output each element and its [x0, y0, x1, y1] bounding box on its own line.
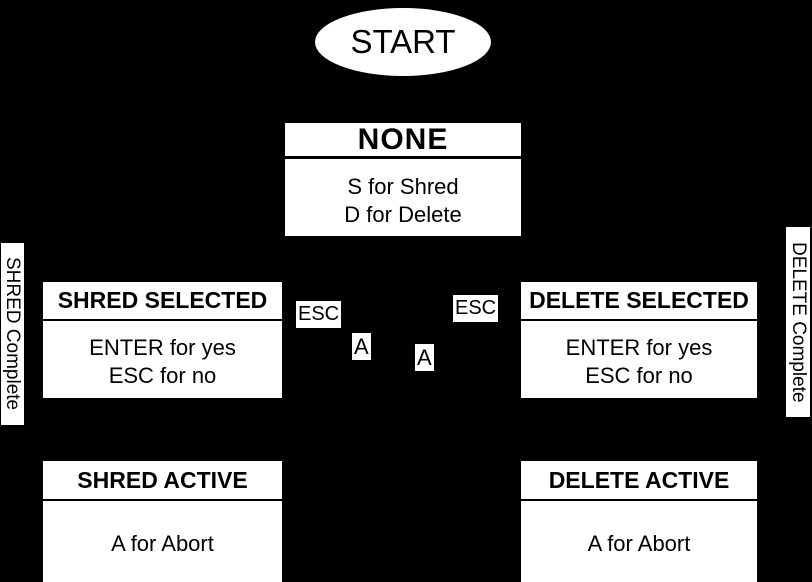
start-node-label: START: [350, 23, 456, 60]
start-node: START: [315, 8, 491, 76]
state-node-delete-active: DELETE ACTIVE A for Abort: [521, 461, 757, 582]
state-body-delete-active: A for Abort: [521, 501, 757, 582]
state-line: ENTER for yes: [89, 334, 236, 360]
state-node-shred-active: SHRED ACTIVE A for Abort: [43, 461, 282, 582]
state-node-none: NONE S for Shred D for Delete: [285, 123, 521, 236]
edge-label-a-left: A: [352, 333, 371, 360]
state-line: S for Shred: [347, 173, 459, 199]
edge-label-esc-left: ESC: [296, 301, 342, 328]
state-line: D for Delete: [344, 201, 462, 227]
state-line: ESC for no: [585, 362, 693, 388]
state-title-delete-active: DELETE ACTIVE: [521, 461, 757, 501]
state-body-none: S for Shred D for Delete: [285, 159, 521, 236]
edge-label-esc-right: ESC: [453, 295, 499, 322]
state-body-shred-active: A for Abort: [43, 501, 282, 582]
state-body-shred-selected: ENTER for yes ESC for no: [43, 321, 282, 398]
state-node-delete-selected: DELETE SELECTED ENTER for yes ESC for no: [521, 282, 757, 398]
state-body-delete-selected: ENTER for yes ESC for no: [521, 321, 757, 398]
state-title-delete-selected: DELETE SELECTED: [521, 282, 757, 321]
side-label-shred-complete: SHRED Complete: [1, 243, 24, 425]
state-title-none: NONE: [285, 123, 521, 159]
state-node-shred-selected: SHRED SELECTED ENTER for yes ESC for no: [43, 282, 282, 398]
state-line: ENTER for yes: [565, 334, 713, 360]
state-line: A for Abort: [111, 530, 214, 556]
state-title-shred-selected: SHRED SELECTED: [43, 282, 282, 321]
state-line: ESC for no: [108, 362, 217, 388]
state-title-shred-active: SHRED ACTIVE: [43, 461, 282, 501]
side-label-delete-complete: DELETE Complete: [786, 227, 810, 417]
edge-label-a-right: A: [415, 344, 434, 371]
state-line: A for Abort: [587, 530, 691, 556]
